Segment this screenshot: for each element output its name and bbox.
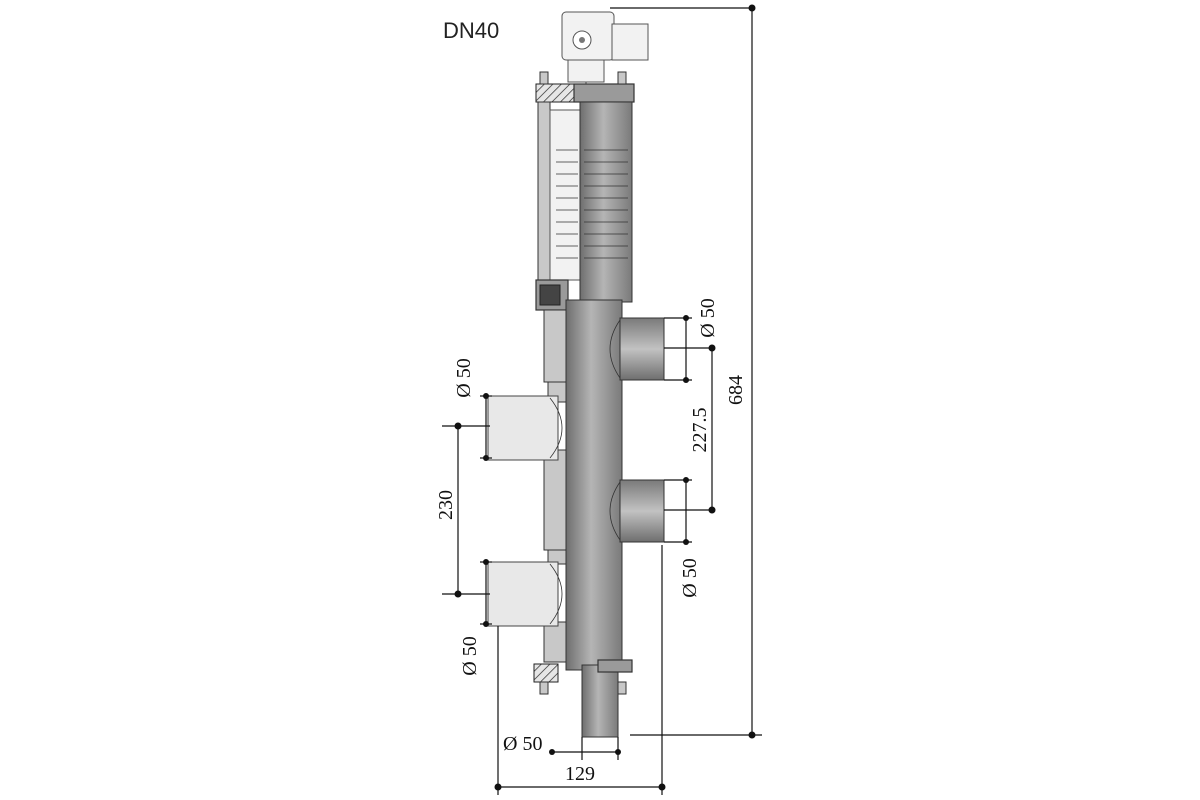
left-port-top (487, 395, 563, 461)
dia-right-top-label: Ø 50 (697, 298, 719, 337)
bottom-width-label: 129 (565, 763, 595, 785)
top-flange (535, 71, 635, 103)
dia-left-bottom-label: Ø 50 (459, 636, 481, 675)
right-port-bottom (609, 479, 665, 543)
dia-left-top-label: Ø 50 (453, 358, 475, 397)
dimension-lines (442, 4, 762, 795)
left-port-bottom (487, 561, 563, 627)
spring-housing (535, 101, 581, 311)
spacing-left-label: 230 (435, 490, 457, 520)
diagram-title: DN40 (443, 18, 500, 43)
main-pipe (565, 101, 633, 738)
right-port-top (609, 317, 665, 381)
actuator-head (561, 11, 649, 92)
spacing-right-label: 227.5 (689, 408, 711, 453)
dia-bottom-label: Ø 50 (503, 733, 542, 755)
dia-right-bottom-label: Ø 50 (679, 558, 701, 597)
height-total-label: 684 (725, 375, 747, 405)
spring (556, 149, 578, 259)
